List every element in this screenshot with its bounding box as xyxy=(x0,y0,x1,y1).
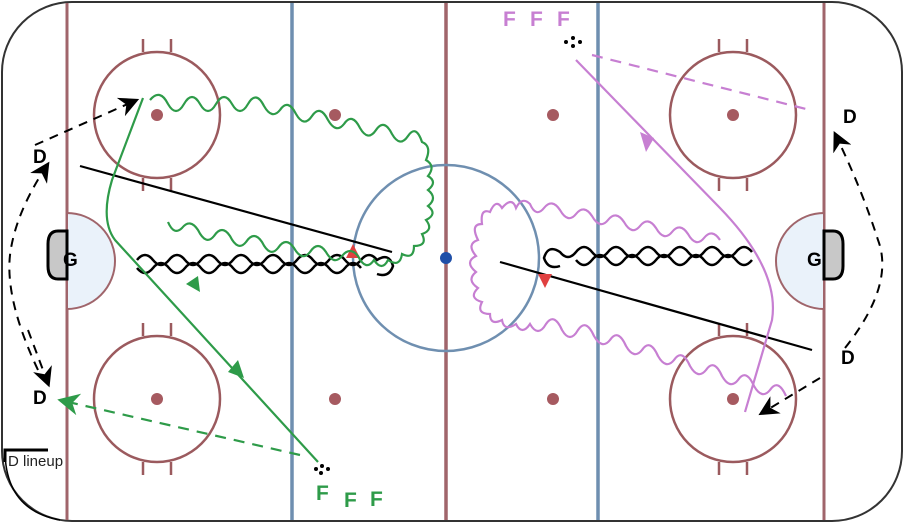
goal-crease-right xyxy=(775,211,825,311)
defense-label-top-right: D xyxy=(843,107,857,128)
green-team-paths xyxy=(57,93,435,463)
forward-purple-1: F xyxy=(503,8,516,31)
faceoff-dots xyxy=(151,109,739,405)
red-arrow-right xyxy=(538,274,552,288)
forward-purple-2: F xyxy=(530,8,543,31)
puck-carry-paths xyxy=(136,245,753,277)
defense-label-top-left: D xyxy=(33,147,47,168)
goalie-label-right: G xyxy=(807,250,822,271)
faceoff-circles xyxy=(92,39,798,475)
legend-corner xyxy=(3,448,48,462)
puck-pile-green xyxy=(314,464,330,475)
goal-net-left xyxy=(46,229,69,281)
forward-green-1: F xyxy=(316,482,329,505)
defense-label-bottom-left: D xyxy=(33,388,47,409)
puck-pile-purple xyxy=(564,36,582,48)
pass-lines xyxy=(79,164,813,352)
goal-crease-left xyxy=(66,211,116,311)
forward-purple-3: F xyxy=(557,8,570,31)
goal-net-right xyxy=(822,229,845,281)
purple-arrow xyxy=(640,132,654,152)
forward-green-3: F xyxy=(370,488,383,511)
legend-arc xyxy=(4,449,61,521)
green-arrow-2 xyxy=(186,276,200,292)
forward-green-2: F xyxy=(344,489,357,512)
legend-d-lineup: D lineup xyxy=(8,453,64,470)
defense-label-bottom-right: D xyxy=(841,348,855,369)
purple-team-paths xyxy=(468,53,811,413)
goalie-label-left: G xyxy=(63,250,78,271)
green-arrow-1 xyxy=(228,360,244,378)
defense-paths xyxy=(8,97,884,416)
center-faceoff-dot xyxy=(440,252,452,264)
